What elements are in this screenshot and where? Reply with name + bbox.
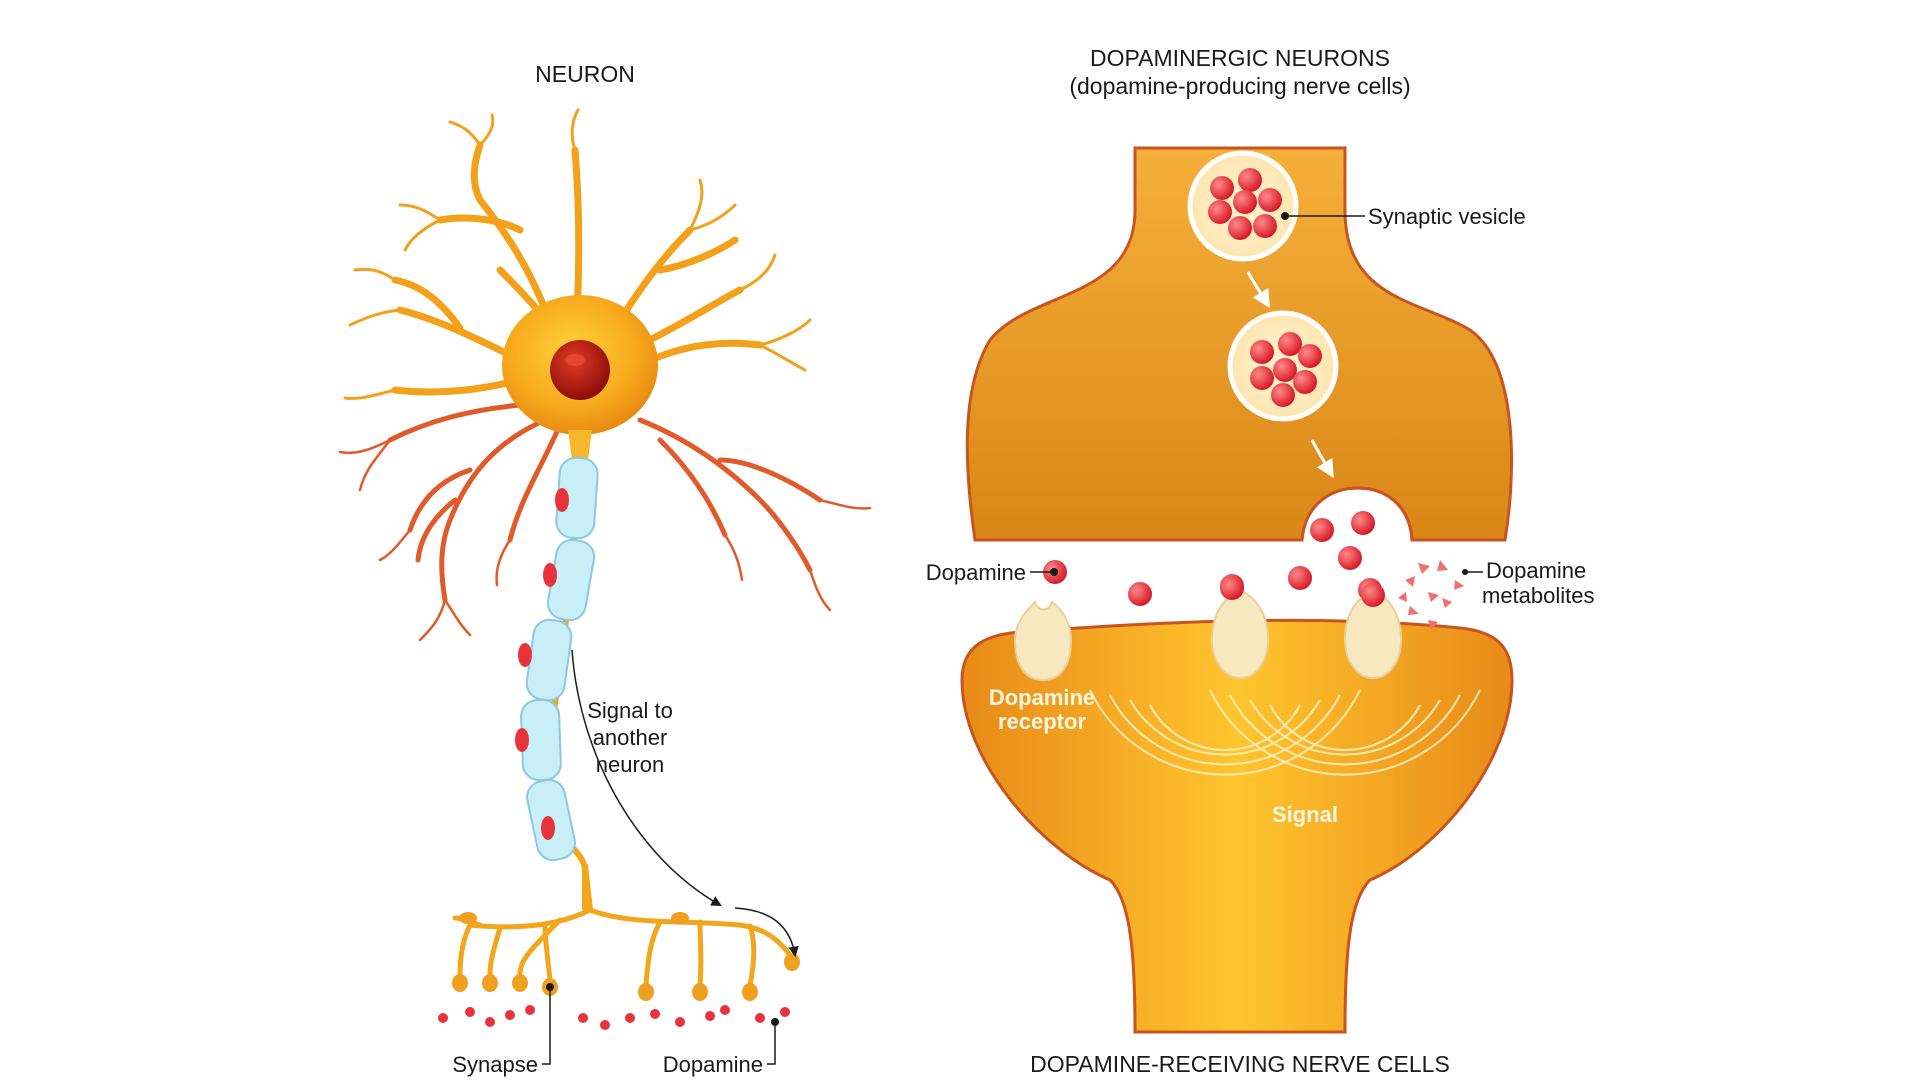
dopamine-label-left: Dopamine <box>663 1052 763 1077</box>
signal-arrow <box>571 649 722 907</box>
nucleus <box>550 340 610 400</box>
synapse-illustration <box>960 146 1514 1034</box>
metabolites-label-line2: metabolites <box>1482 583 1595 608</box>
synaptic-vesicle-1 <box>1187 150 1299 262</box>
receiving-title: DOPAMINE-RECEIVING NERVE CELLS <box>1030 1051 1450 1077</box>
neuron-title: NEURON <box>535 61 635 87</box>
synaptic-vesicle-2 <box>1227 310 1339 422</box>
dopaminergic-title: DOPAMINERGIC NEURONS <box>1090 45 1390 71</box>
dopamine-label-cleft: Dopamine <box>926 560 1026 585</box>
dopaminergic-subtitle: (dopamine-producing nerve cells) <box>1069 73 1410 99</box>
myelin-sheath <box>520 456 599 862</box>
synapse-label: Synapse <box>452 1052 538 1077</box>
axon-terminals <box>452 912 800 1001</box>
metabolites-label-line1: Dopamine <box>1486 558 1586 583</box>
signal-label-line3: neuron <box>596 752 665 777</box>
dopamine-receptors <box>1013 588 1403 682</box>
signal-label-line2: another <box>593 725 668 750</box>
receptor-label-line2: receptor <box>998 709 1086 734</box>
signal-label-line1: Signal to <box>587 698 673 723</box>
axon-nodes <box>515 488 569 840</box>
receptor-label-line1: Dopamine <box>989 685 1095 710</box>
signal-waves <box>1089 689 1481 776</box>
dopamine-metabolites <box>1398 560 1464 630</box>
signal-label: Signal <box>1272 802 1338 827</box>
synaptic-vesicle-label: Synaptic vesicle <box>1368 204 1526 229</box>
postsynaptic-cell <box>960 618 1514 1034</box>
released-dopamine <box>438 1005 790 1030</box>
neuron-illustration <box>338 108 872 1065</box>
